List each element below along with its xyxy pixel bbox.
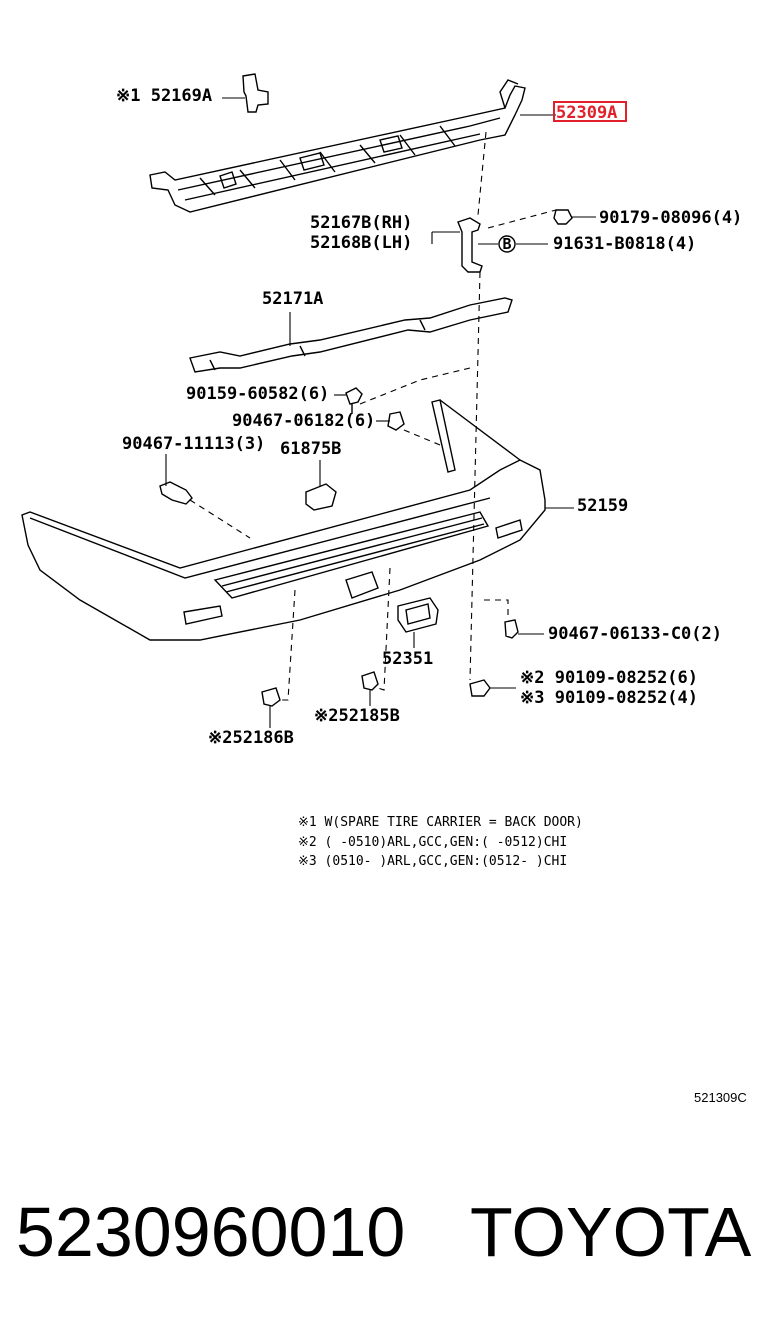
callout-90467-11113: 90467-11113(3) [122, 434, 265, 454]
leader-lines [165, 97, 596, 728]
footer-brand: TOYOTA [470, 1193, 752, 1271]
bolt-90109-drawing [469, 679, 491, 697]
bolt-90159-drawing [345, 387, 363, 414]
note-3: ※3 (0510- )ARL,GCC,GEN:(0512- )CHI [298, 854, 567, 869]
callout-52185b: ※252185B [314, 706, 400, 726]
assembly-lines [189, 131, 557, 701]
bracket-52167b-drawing [457, 217, 483, 273]
callout-90179: 90179-08096(4) [599, 208, 742, 228]
footer-part-number: 5230960010 [16, 1193, 405, 1271]
clip-90467-06133-drawing [504, 619, 519, 639]
callout-52309a: 52309A [556, 103, 617, 123]
clip-90467-11113-drawing [159, 481, 193, 505]
marker-b: B [498, 235, 516, 253]
retainer-52171a-drawing [189, 297, 513, 373]
callout-labels: ※1 52169A 52309A 90179-08096(4) 52167B(R… [116, 86, 742, 748]
callout-52351: 52351 [382, 649, 433, 669]
callout-90467-06133: 90467-06133-C0(2) [548, 624, 722, 644]
callout-61875b: 61875B [280, 439, 341, 459]
bracket-52185b-drawing [361, 671, 379, 691]
diagram-code: 521309C [694, 1090, 747, 1105]
clip-90467-06182-drawing [387, 411, 405, 431]
note-1: ※1 W(SPARE TIRE CARRIER = BACK DOOR) [298, 815, 583, 830]
callout-90109-a: ※2 90109-08252(6) [520, 668, 698, 688]
bumper-cover-52159-drawing [21, 399, 546, 641]
note-2: ※2 ( -0510)ARL,GCC,GEN:( -0512)CHI [298, 835, 567, 850]
reinforcement-52309a-drawing [149, 79, 526, 213]
callout-52186b: ※252186B [208, 728, 294, 748]
cover-61875b-drawing [305, 483, 337, 511]
callout-52159: 52159 [577, 496, 628, 516]
callout-90159: 90159-60582(6) [186, 384, 329, 404]
notes-block: ※1 W(SPARE TIRE CARRIER = BACK DOOR) ※2 … [298, 815, 583, 869]
bracket-52169a-drawing [242, 73, 269, 113]
clip-90179-drawing [553, 209, 573, 225]
grommet-52351-drawing [397, 597, 439, 633]
callout-52168b: 52168B(LH) [310, 233, 412, 253]
callout-90467-06182: 90467-06182(6) [232, 411, 375, 431]
highlight-box [553, 101, 627, 122]
callout-52167b: 52167B(RH) [310, 213, 412, 233]
callout-90109-b: ※3 90109-08252(4) [520, 688, 698, 708]
bracket-52186b-drawing [261, 687, 281, 707]
callout-91631: 91631-B0818(4) [553, 234, 696, 254]
marker-b-label: B [502, 235, 511, 253]
callout-52171a: 52171A [262, 289, 323, 309]
callout-52169a: ※1 52169A [116, 86, 212, 106]
